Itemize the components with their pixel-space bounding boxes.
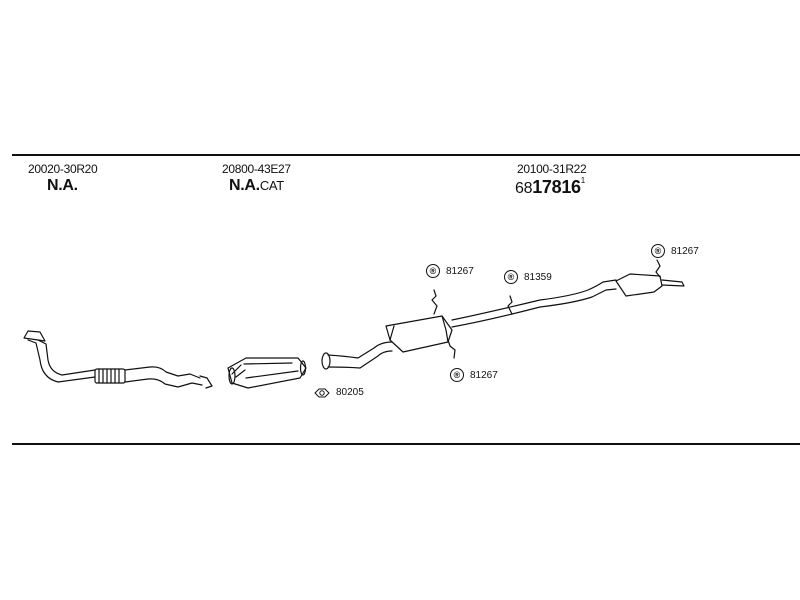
rear-section-drawing [321,273,685,370]
part-desc-front-pipe-text: N.A. [47,177,78,194]
callout-gasket: 80205 [314,387,364,398]
part-desc-catalyst: N.A.CAT [229,177,284,195]
callout-hanger-rear: ® 81267 [651,244,699,258]
callout-hanger-mid: ® 81359 [504,270,552,284]
gasket-code: 80205 [336,387,364,398]
ref-code-rear-section: 68178161 [515,176,585,198]
ref-code-superscript: 1 [580,176,585,185]
hanger-icon: ® [504,270,518,284]
part-desc-catalyst-suffix: CAT [259,178,284,193]
top-divider [12,154,800,156]
hanger-code: 81267 [671,245,699,257]
hanger-code: 81267 [470,369,498,381]
callout-hanger-front-bottom: ® 81267 [450,368,498,382]
hanger-icon: ® [651,244,665,258]
hanger-code: 81359 [524,271,552,283]
gasket-icon [314,388,330,397]
part-desc-front-pipe: N.A. [47,177,78,195]
part-number-catalyst: 20800-43E27 [222,162,291,176]
catalyst-drawing [227,357,307,389]
bottom-divider [12,443,800,445]
front-pipe-drawing [23,330,213,389]
part-desc-catalyst-text: N.A. [229,177,260,194]
part-number-front-pipe: 20020-30R20 [28,162,98,176]
hanger-icon: ® [450,368,464,382]
ref-code-prefix: 68 [515,180,533,197]
part-number-rear-section: 20100-31R22 [517,162,587,176]
hanger-brackets [431,259,661,359]
callout-hanger-front-top: ® 81267 [426,264,474,278]
ref-code-main: 17816 [532,177,581,197]
hanger-code: 81267 [446,265,474,277]
hanger-icon: ® [426,264,440,278]
